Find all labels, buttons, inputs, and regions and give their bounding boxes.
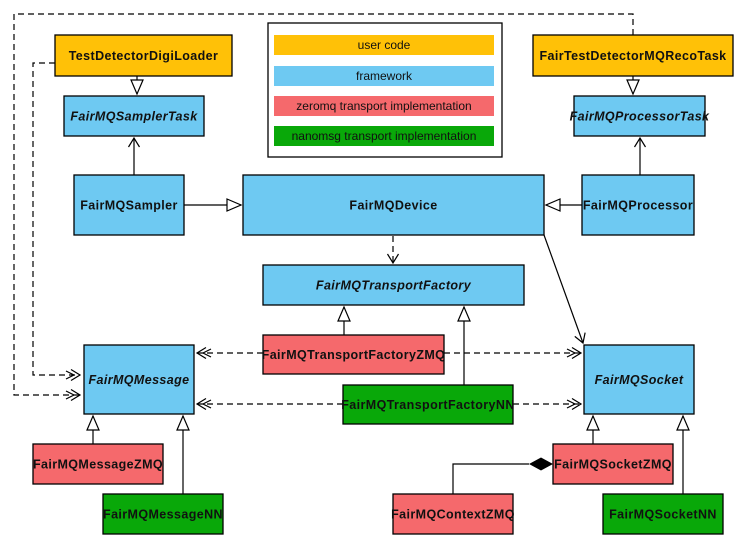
edge-fairtestdetectormqrecotask-fairmqmessage — [13, 13, 634, 402]
node-box-fairmqmessage — [83, 344, 195, 415]
node-box-fairmqsampler — [73, 174, 185, 236]
edge-testdetectordigiloader-fairmqmessage — [32, 62, 82, 382]
edge-fairmqcontextzmq-fairmqsocketzmq — [452, 463, 529, 494]
node-label-fairmqmessagenn: FairMQMessageNN — [103, 508, 223, 522]
node-fairmqmessage: FairMQMessage — [83, 344, 195, 415]
node-fairmqsocketzmq: FairMQSocketZMQ — [552, 443, 674, 485]
node-box-fairmqtransportfactoryzmq — [262, 334, 445, 375]
legend-label-zeromq: zeromq transport implementation — [296, 99, 471, 113]
node-box-fairmqprocessortask — [573, 95, 706, 137]
node-fairmqsamplertask: FairMQSamplerTask — [63, 95, 205, 137]
node-fairmqtransportfactoryzmq: FairMQTransportFactoryZMQ — [262, 334, 446, 375]
node-box-fairmqsocketnn — [602, 493, 724, 535]
node-box-fairmqmessagezmq — [32, 443, 164, 485]
node-fairtestdetectormqrecotask: FairTestDetectorMQRecoTask — [532, 34, 734, 77]
node-label-fairmqsampler: FairMQSampler — [80, 199, 178, 213]
node-fairmqsocketnn: FairMQSocketNN — [602, 493, 724, 535]
node-fairmqsocket: FairMQSocket — [583, 344, 695, 415]
node-label-fairmqtransportfactoryzmq: FairMQTransportFactoryZMQ — [262, 348, 446, 362]
node-box-fairmqsocketzmq — [552, 443, 674, 485]
node-label-fairtestdetectormqrecotask: FairTestDetectorMQRecoTask — [539, 49, 726, 63]
node-box-fairmqprocessor — [581, 174, 695, 236]
node-label-fairmqmessagezmq: FairMQMessageZMQ — [33, 458, 163, 472]
composition-diamond-icon — [529, 457, 553, 471]
node-box-fairmqcontextzmq — [392, 493, 514, 535]
legend-swatch-nanomsg — [274, 126, 494, 146]
node-box-fairmqtransportfactorynn — [342, 384, 514, 425]
node-box-fairmqtransportfactory — [262, 264, 525, 306]
node-box-fairmqsamplertask — [63, 95, 205, 137]
node-label-fairmqsocket: FairMQSocket — [595, 373, 684, 387]
node-box-testdetectordigiloader — [54, 34, 233, 77]
node-box-fairtestdetectormqrecotask — [532, 34, 734, 77]
node-fairmqtransportfactory: FairMQTransportFactory — [262, 264, 525, 306]
node-label-testdetectordigiloader: TestDetectorDigiLoader — [69, 49, 219, 63]
node-fairmqsampler: FairMQSampler — [73, 174, 185, 236]
edge-fairmqdevice-fairmqsocket — [543, 234, 586, 345]
node-label-fairmqprocessor: FairMQProcessor — [583, 199, 693, 213]
node-fairmqmessagezmq: FairMQMessageZMQ — [32, 443, 164, 485]
node-label-fairmqprocessortask: FairMQProcessorTask — [570, 110, 710, 124]
node-fairmqcontextzmq: FairMQContextZMQ — [391, 493, 515, 535]
node-fairmqtransportfactorynn: FairMQTransportFactoryNN — [341, 384, 515, 425]
node-label-fairmqtransportfactorynn: FairMQTransportFactoryNN — [341, 398, 515, 412]
node-fairmqprocessortask: FairMQProcessorTask — [570, 95, 710, 137]
legend: user code framework zeromq transport imp… — [267, 22, 503, 158]
node-label-fairmqtransportfactory: FairMQTransportFactory — [316, 279, 472, 293]
node-box-fairmqdevice — [242, 174, 545, 236]
legend-label-nanomsg: nanomsg transport implementation — [292, 129, 477, 143]
node-fairmqmessagenn: FairMQMessageNN — [102, 493, 224, 535]
legend-swatch-user-code — [274, 35, 494, 55]
node-label-fairmqmessage: FairMQMessage — [88, 373, 189, 387]
node-label-fairmqsamplertask: FairMQSamplerTask — [70, 110, 198, 124]
node-label-fairmqcontextzmq: FairMQContextZMQ — [391, 508, 515, 522]
legend-label-user-code: user code — [358, 38, 411, 52]
node-label-fairmqsocketzmq: FairMQSocketZMQ — [554, 458, 672, 472]
node-fairmqdevice: FairMQDevice — [242, 174, 545, 236]
legend-swatch-zeromq — [274, 96, 494, 116]
node-box-fairmqmessagenn — [102, 493, 224, 535]
node-fairmqprocessor: FairMQProcessor — [581, 174, 695, 236]
legend-swatch-framework — [274, 66, 494, 86]
node-testdetectordigiloader: TestDetectorDigiLoader — [54, 34, 233, 77]
node-box-fairmqsocket — [583, 344, 695, 415]
legend-label-framework: framework — [356, 69, 413, 83]
node-label-fairmqdevice: FairMQDevice — [349, 199, 437, 213]
node-label-fairmqsocketnn: FairMQSocketNN — [609, 508, 717, 522]
